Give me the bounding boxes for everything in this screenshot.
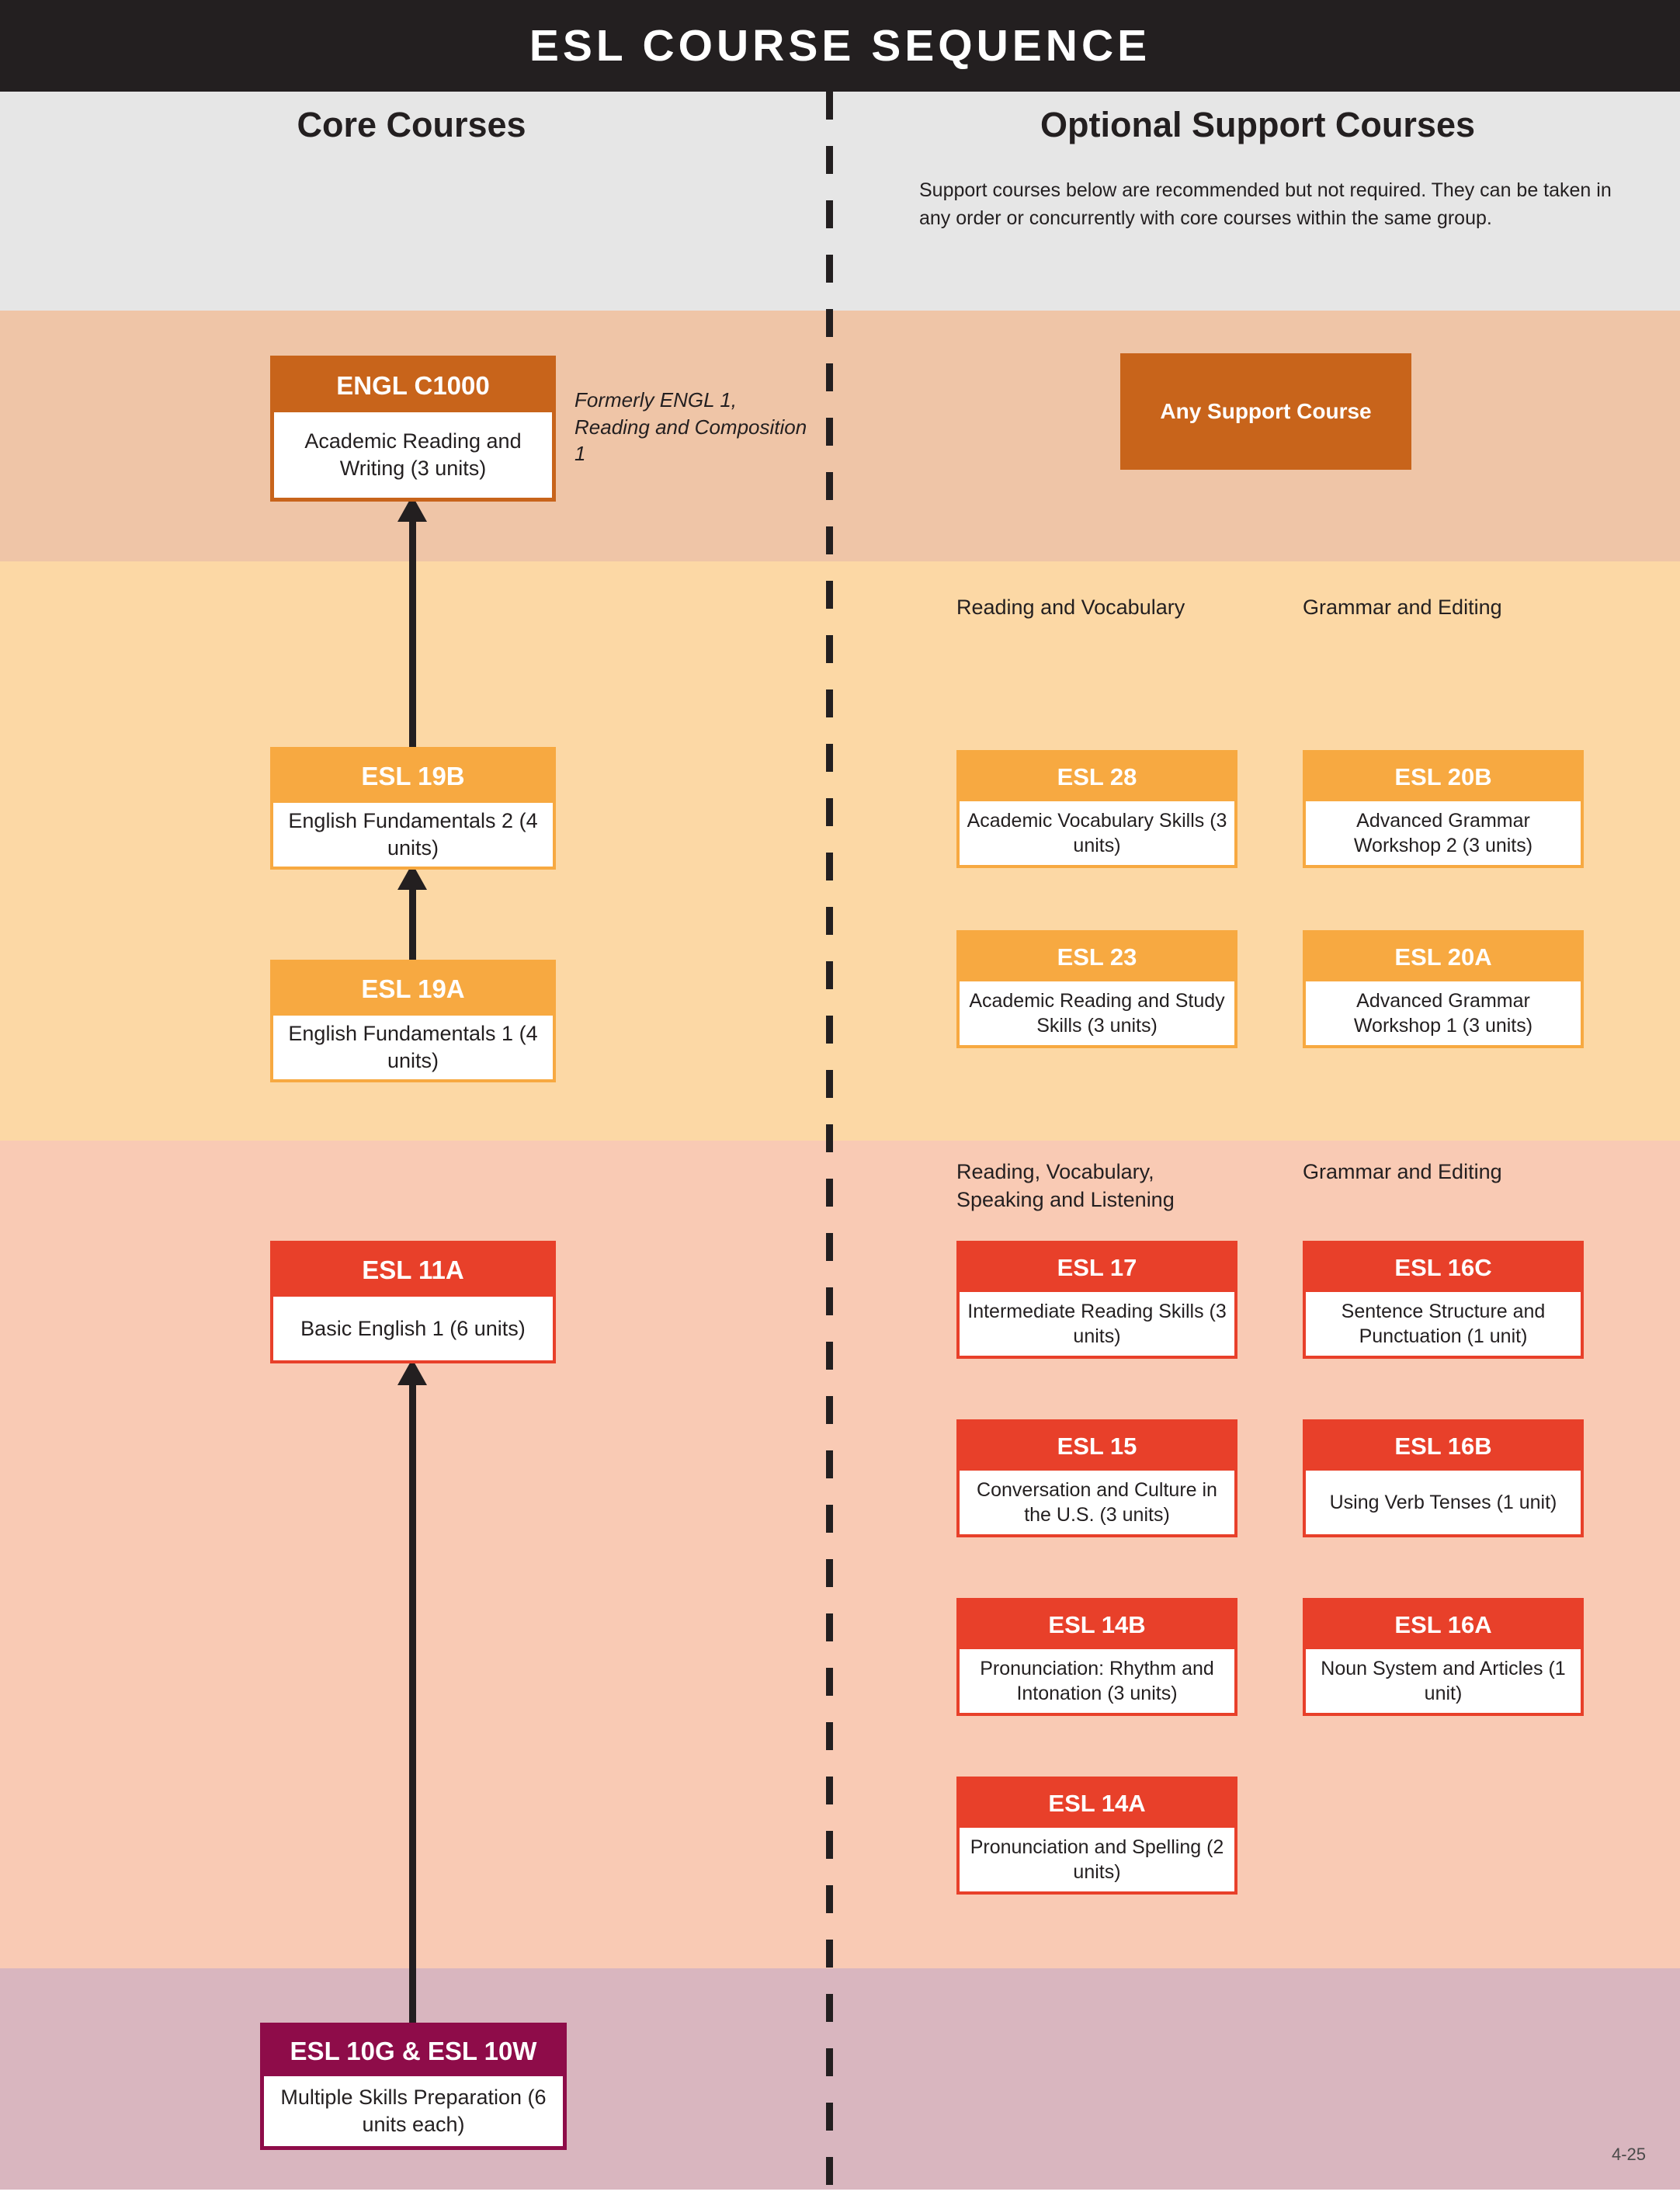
level-band-beginning xyxy=(0,1968,1680,2190)
course-box-esl-10g-10w[interactable]: ESL 10G & ESL 10W Multiple Skills Prepar… xyxy=(260,2023,567,2150)
any-support-course-box[interactable]: Any Support Course xyxy=(1120,353,1411,470)
heading-band xyxy=(0,92,1680,311)
course-name-esl-16a: Noun System and Articles (1 unit) xyxy=(1306,1649,1581,1713)
course-name-esl-19a: English Fundamentals 1 (4 units) xyxy=(273,1016,553,1079)
course-box-esl-23[interactable]: ESL 23 Academic Reading and Study Skills… xyxy=(956,930,1237,1048)
arrow-shaft-esl11a-to-esl19a xyxy=(409,1385,416,1941)
course-box-esl-14a[interactable]: ESL 14A Pronunciation and Spelling (2 un… xyxy=(956,1777,1237,1895)
course-box-esl-28[interactable]: ESL 28 Academic Vocabulary Skills (3 uni… xyxy=(956,750,1237,868)
page-number: 4-25 xyxy=(1611,2145,1646,2164)
course-box-engl-c1000[interactable]: ENGL C1000 Academic Reading and Writing … xyxy=(270,356,556,502)
course-box-esl-19a[interactable]: ESL 19A English Fundamentals 1 (4 units) xyxy=(270,960,556,1082)
course-box-esl-20a[interactable]: ESL 20A Advanced Grammar Workshop 1 (3 u… xyxy=(1303,930,1584,1048)
course-box-esl-16c[interactable]: ESL 16C Sentence Structure and Punctuati… xyxy=(1303,1241,1584,1359)
column-divider-dashed-line xyxy=(826,92,833,2190)
formerly-note-engl-c1000: Formerly ENGL 1, Reading and Composition… xyxy=(574,388,807,466)
page-title: ESL COURSE SEQUENCE xyxy=(529,21,1151,71)
support-courses-heading: Optional Support Courses xyxy=(1040,105,1476,144)
support-courses-note: Support courses below are recommended bu… xyxy=(919,179,1612,229)
course-code-esl-16b: ESL 16B xyxy=(1306,1422,1581,1471)
course-box-esl-16a[interactable]: ESL 16A Noun System and Articles (1 unit… xyxy=(1303,1598,1584,1716)
course-code-esl-23: ESL 23 xyxy=(960,933,1234,981)
course-name-esl-19b: English Fundamentals 2 (4 units) xyxy=(273,803,553,867)
course-code-esl-19b: ESL 19B xyxy=(273,750,553,803)
group-label-reading-and-vocabulary: Reading and Vocabulary xyxy=(956,596,1185,619)
course-code-esl-20a: ESL 20A xyxy=(1306,933,1581,981)
title-bar-band xyxy=(0,0,1680,92)
course-code-engl-c1000: ENGL C1000 xyxy=(274,359,552,412)
course-name-esl-28: Academic Vocabulary Skills (3 units) xyxy=(960,801,1234,865)
course-code-esl-16c: ESL 16C xyxy=(1306,1244,1581,1292)
footer-band xyxy=(0,2190,1680,2209)
course-box-esl-19b[interactable]: ESL 19B English Fundamentals 2 (4 units) xyxy=(270,747,556,870)
course-name-esl-14b: Pronunciation: Rhythm and Intonation (3 … xyxy=(960,1649,1234,1713)
level-band-transfer xyxy=(0,311,1680,561)
arrow-shaft-esl19b-to-engl xyxy=(409,522,416,747)
course-code-esl-19a: ESL 19A xyxy=(273,963,553,1016)
course-box-esl-14b[interactable]: ESL 14B Pronunciation: Rhythm and Intona… xyxy=(956,1598,1237,1716)
course-code-esl-10g-10w: ESL 10G & ESL 10W xyxy=(264,2027,563,2076)
course-box-esl-17[interactable]: ESL 17 Intermediate Reading Skills (3 un… xyxy=(956,1241,1237,1359)
course-box-esl-11a[interactable]: ESL 11A Basic English 1 (6 units) xyxy=(270,1241,556,1363)
course-box-esl-16b[interactable]: ESL 16B Using Verb Tenses (1 unit) xyxy=(1303,1419,1584,1537)
course-code-esl-17: ESL 17 xyxy=(960,1244,1234,1292)
course-name-esl-16b: Using Verb Tenses (1 unit) xyxy=(1306,1471,1581,1534)
course-code-esl-14b: ESL 14B xyxy=(960,1601,1234,1649)
course-name-esl-15: Conversation and Culture in the U.S. (3 … xyxy=(960,1471,1234,1534)
course-name-esl-14a: Pronunciation and Spelling (2 units) xyxy=(960,1828,1234,1891)
arrow-shaft-esl10-to-esl11a xyxy=(409,1941,416,2023)
course-code-esl-14a: ESL 14A xyxy=(960,1780,1234,1828)
course-box-esl-20b[interactable]: ESL 20B Advanced Grammar Workshop 2 (3 u… xyxy=(1303,750,1584,868)
course-name-esl-16c: Sentence Structure and Punctuation (1 un… xyxy=(1306,1292,1581,1356)
course-code-esl-20b: ESL 20B xyxy=(1306,753,1581,801)
course-name-esl-17: Intermediate Reading Skills (3 units) xyxy=(960,1292,1234,1356)
course-name-engl-c1000: Academic Reading and Writing (3 units) xyxy=(274,412,552,498)
course-code-esl-15: ESL 15 xyxy=(960,1422,1234,1471)
group-label-reading-vocabulary-speaking-listening: Reading, Vocabulary, Speaking and Listen… xyxy=(956,1160,1175,1211)
course-box-esl-15[interactable]: ESL 15 Conversation and Culture in the U… xyxy=(956,1419,1237,1537)
core-courses-heading: Core Courses xyxy=(297,105,526,144)
course-code-esl-28: ESL 28 xyxy=(960,753,1234,801)
course-name-esl-20a: Advanced Grammar Workshop 1 (3 units) xyxy=(1306,981,1581,1045)
course-name-esl-23: Academic Reading and Study Skills (3 uni… xyxy=(960,981,1234,1045)
group-label-grammar-and-editing-band2: Grammar and Editing xyxy=(1303,596,1502,619)
course-name-esl-11a: Basic English 1 (6 units) xyxy=(273,1297,553,1360)
course-name-esl-20b: Advanced Grammar Workshop 2 (3 units) xyxy=(1306,801,1581,865)
course-name-esl-10g-10w: Multiple Skills Preparation (6 units eac… xyxy=(264,2076,563,2146)
course-code-esl-16a: ESL 16A xyxy=(1306,1601,1581,1649)
group-label-grammar-and-editing-band3: Grammar and Editing xyxy=(1303,1160,1502,1183)
course-code-esl-11a: ESL 11A xyxy=(273,1244,553,1297)
